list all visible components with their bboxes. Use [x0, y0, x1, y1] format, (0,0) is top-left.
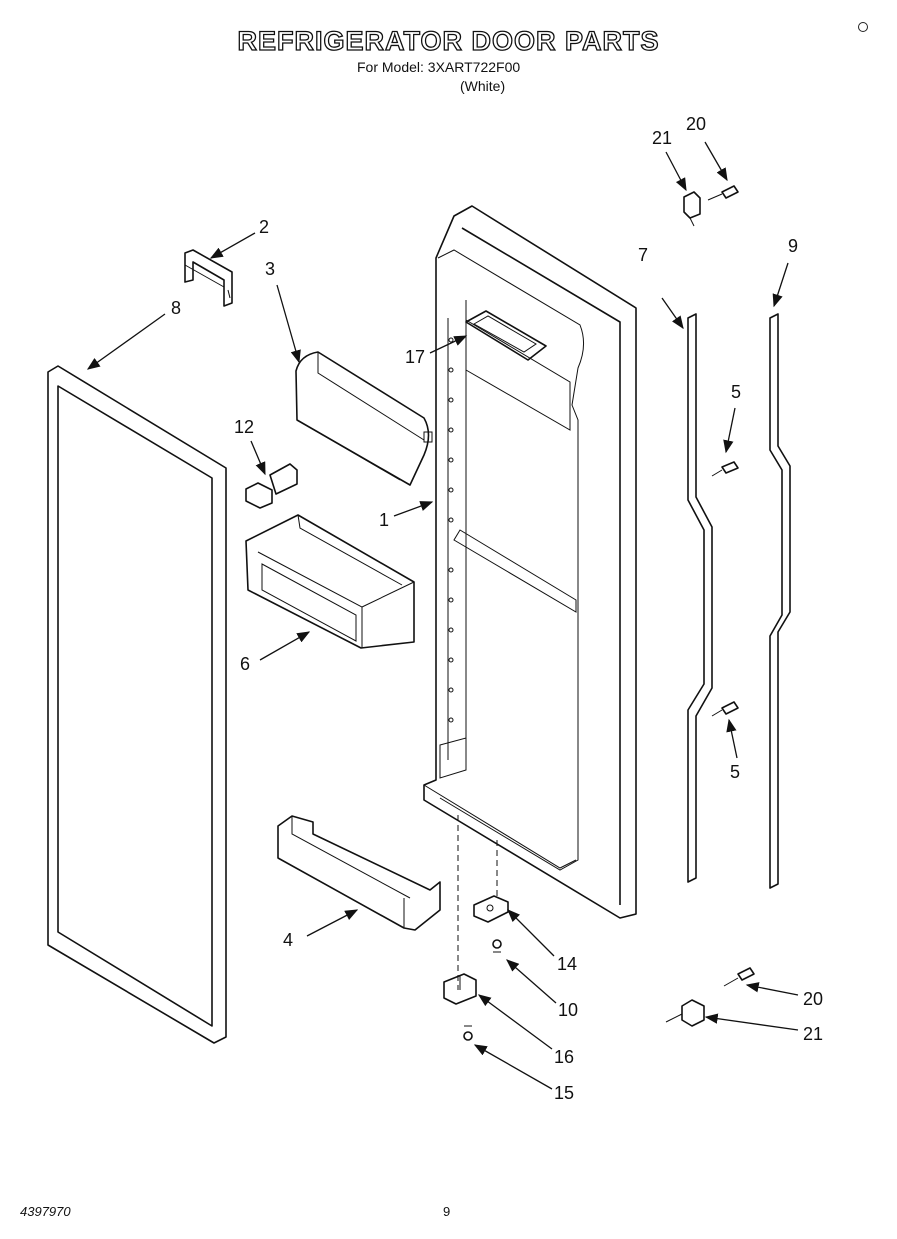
part-6-door-bin: [245, 514, 415, 649]
page-number: 9: [443, 1204, 451, 1219]
part-4-bottom-bin: [277, 815, 441, 931]
part-21-cap-lower: [665, 999, 705, 1027]
part-16-hinge-pin: [443, 973, 477, 1005]
callout-3: 3: [265, 259, 275, 279]
part-9-gasket-strip: [769, 313, 791, 889]
part-15-screw: [463, 1025, 473, 1041]
callout-6: 6: [240, 654, 250, 674]
callout-20-lower: 20: [803, 989, 823, 1009]
callout-8: 8: [171, 298, 181, 318]
part-12-clip: [245, 463, 298, 509]
part-20-screw-upper: [707, 185, 739, 201]
part-20-screw-lower: [723, 967, 755, 987]
callout-20-upper: 20: [686, 114, 706, 134]
page-title: REFRIGERATOR DOOR PARTS: [237, 25, 660, 56]
model-color: (White): [460, 78, 506, 94]
part-14-hinge-block: [473, 895, 509, 923]
callout-14: 14: [557, 954, 577, 974]
callout-21-lower: 21: [803, 1024, 823, 1044]
part-1-door-liner: [423, 205, 637, 990]
document-number: 4397970: [20, 1204, 71, 1219]
callout-labels: 2 3 8 12 1 17 6 4 7 9 5 5 21 20 14 10 16…: [171, 114, 823, 1103]
model-number: For Model: 3XART722F00: [357, 59, 521, 75]
leader-lines: [86, 141, 799, 1090]
callout-5-upper: 5: [731, 382, 741, 402]
callout-10: 10: [558, 1000, 578, 1020]
callout-21-upper: 21: [652, 128, 672, 148]
callout-16: 16: [554, 1047, 574, 1067]
liner-shelf-holes: [448, 337, 454, 723]
callout-9: 9: [788, 236, 798, 256]
callout-1: 1: [379, 510, 389, 530]
callout-15: 15: [554, 1083, 574, 1103]
part-7-strip: [687, 313, 713, 883]
part-8-gasket: [47, 365, 227, 1044]
callout-5-lower: 5: [730, 762, 740, 782]
callout-4: 4: [283, 930, 293, 950]
corner-mark: [858, 22, 868, 32]
part-21-cap-upper: [683, 191, 701, 227]
part-2-bracket: [184, 249, 233, 307]
callout-12: 12: [234, 417, 254, 437]
callout-2: 2: [259, 217, 269, 237]
part-5-screw-lower: [711, 701, 739, 717]
callout-17: 17: [405, 347, 425, 367]
part-5-screw-upper: [711, 461, 739, 477]
part-3-dairy-door: [295, 351, 433, 486]
part-10-screw: [492, 939, 502, 953]
part-17-handle: [465, 310, 547, 361]
callout-7: 7: [638, 245, 648, 265]
